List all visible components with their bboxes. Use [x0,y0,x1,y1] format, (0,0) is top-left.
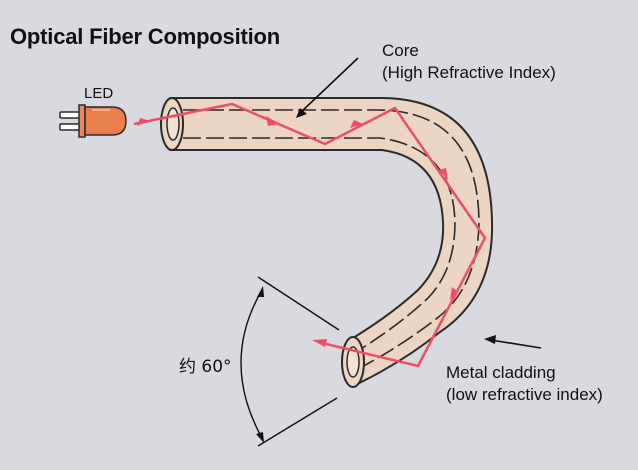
fiber-body [169,97,494,387]
cladding-refractive-label: (low refractive index) [446,385,603,404]
ray-arrow-4 [439,168,448,180]
led-icon [59,104,127,138]
core-refractive-label: (High Refractive Index) [382,63,556,82]
cladding-pointer [490,339,542,349]
cladding-label: Metal cladding [446,363,556,382]
led-label: LED [84,85,114,102]
angle-arc [240,289,263,439]
core-pointer [299,57,359,114]
ray-arrow-1 [137,118,150,126]
ray-arrow-5 [450,287,458,300]
ray-arrow-3 [350,120,363,128]
cladding-pointer-arrowhead [484,335,496,344]
angle-ray-upper [257,276,340,331]
core-boundary-lower [183,137,456,353]
diagram-title: Optical Fiber Composition [10,24,281,49]
fiber-exit-core [346,346,360,378]
angle-arc-arrow-bottom [256,432,264,443]
angle-ray-lower [257,397,338,447]
core-label: Core [382,41,419,60]
angle-label: 约 60° [179,357,232,377]
angle-arc-arrow-top [257,286,264,297]
core-pointer-arrowhead [296,108,307,118]
light-ray-path [133,102,487,368]
fiber-left-core [166,107,180,141]
ray-arrow-6 [312,339,327,347]
ray-arrow-2 [266,116,280,126]
